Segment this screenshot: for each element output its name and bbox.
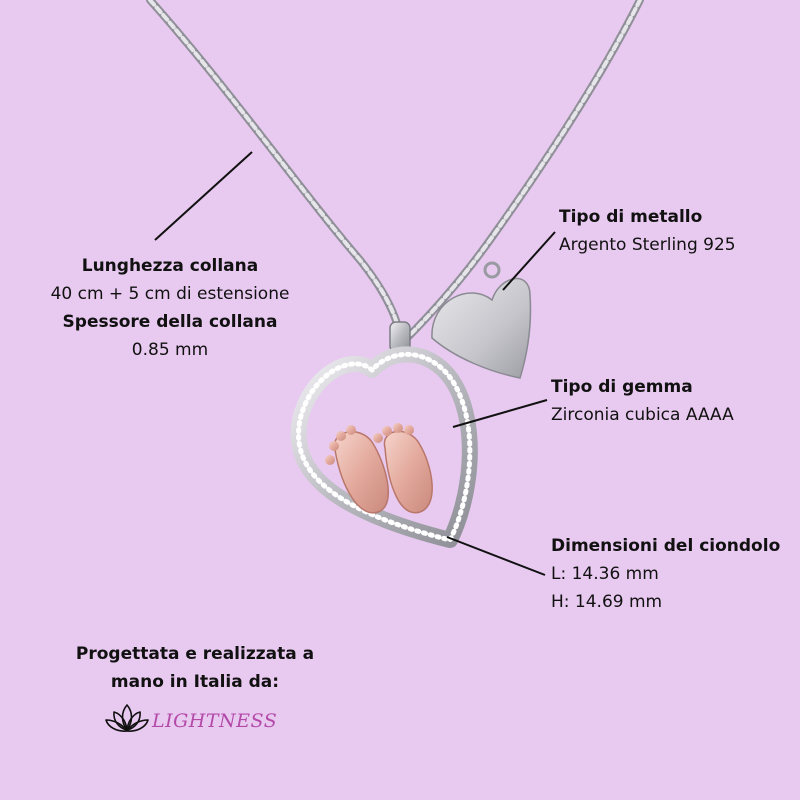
necklace-length-annotation: Lunghezza collana 40 cm + 5 cm di estens… <box>40 252 300 364</box>
dimensions-heading: Dimensioni del ciondolo <box>551 536 781 556</box>
gem-heading: Tipo di gemma <box>551 377 693 397</box>
brand-name: LIGHTNESS <box>152 710 278 732</box>
chain-left <box>146 0 404 339</box>
heart-pendant-frame <box>290 346 478 548</box>
lotus-icon <box>105 704 149 732</box>
dimensions-height: H: 14.69 mm <box>551 592 663 612</box>
leader-line-dimensions <box>446 536 546 576</box>
dimensions-length: L: 14.36 mm <box>551 564 659 584</box>
leader-line-metal <box>502 231 556 291</box>
heart-tag-charm <box>431 261 532 379</box>
length-value: 40 cm + 5 cm di estensione <box>50 284 290 304</box>
chain-right <box>401 0 644 344</box>
brand-logo: LIGHTNESS <box>104 702 294 742</box>
length-heading: Lunghezza collana <box>81 256 259 276</box>
metal-heading: Tipo di metallo <box>559 207 703 227</box>
pendant-dimensions-annotation: Dimensioni del ciondolo L: 14.36 mm H: 1… <box>551 532 800 616</box>
leader-line-gem <box>452 399 548 428</box>
baby-feet-charm <box>325 423 433 514</box>
metal-value: Argento Sterling 925 <box>559 235 736 255</box>
gem-type-annotation: Tipo di gemma Zirconia cubica AAAA <box>551 373 791 429</box>
gem-value: Zirconia cubica AAAA <box>551 405 734 425</box>
thickness-value: 0.85 mm <box>131 340 209 360</box>
leader-line-length <box>154 151 253 241</box>
thickness-heading: Spessore della collana <box>62 312 278 332</box>
made-in-italy-text: Progettata e realizzata a mano in Italia… <box>75 644 315 692</box>
metal-type-annotation: Tipo di metallo Argento Sterling 925 <box>559 203 789 259</box>
